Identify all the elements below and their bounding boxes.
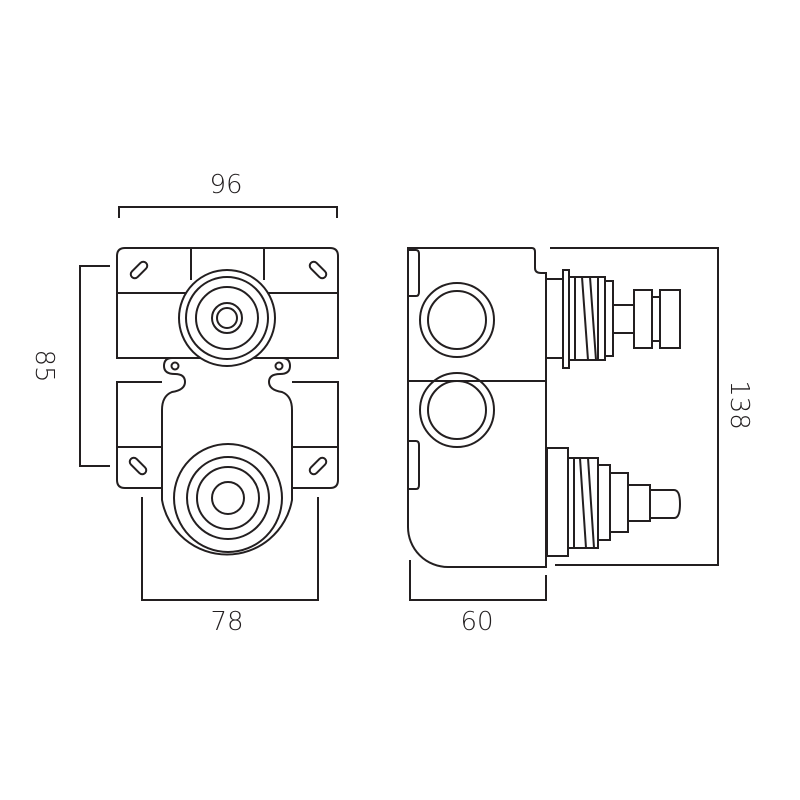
dim-label-78: 78 [210, 607, 243, 637]
dim-label-138: 138 [724, 380, 754, 430]
front-view [116, 247, 339, 556]
dim-line-60 [409, 560, 547, 601]
side-view [407, 247, 682, 568]
side-body [407, 247, 547, 568]
dim-label-60: 60 [460, 607, 493, 637]
dim-line-138 [550, 247, 719, 566]
dim-line-78 [141, 497, 319, 601]
dim-line-85 [79, 265, 110, 467]
upper-outlet-rings [178, 269, 276, 367]
dimension-lines [79, 206, 719, 601]
dim-label-96: 96 [209, 170, 242, 200]
bracket-hole-left [170, 361, 180, 371]
side-tabs [408, 249, 420, 490]
bracket-hole-right [274, 361, 284, 371]
side-port-upper [419, 282, 495, 358]
lower-body [116, 381, 339, 489]
upper-cartridge [545, 269, 681, 369]
dim-line-96 [118, 206, 338, 218]
mounting-bracket [161, 357, 293, 556]
dim-label-85: 85 [29, 349, 59, 382]
side-port-lower [419, 372, 495, 448]
lower-cartridge [546, 447, 682, 557]
top-centre-tab [190, 248, 265, 280]
lower-outlet-rings [173, 443, 283, 553]
